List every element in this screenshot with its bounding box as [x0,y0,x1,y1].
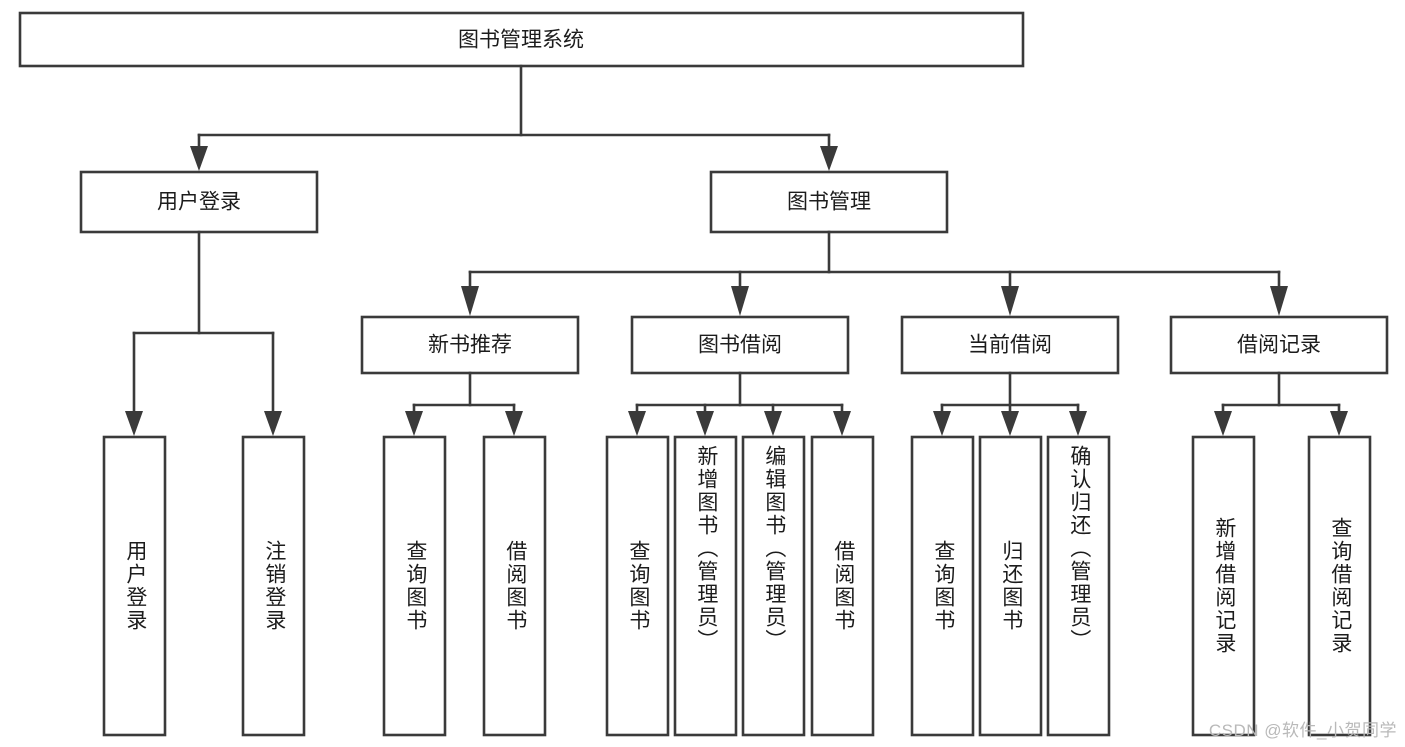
leaf-rect-logout[interactable] [241,435,306,737]
leaf-rect-bb-borrow[interactable] [810,435,875,737]
connector-current-borrow-to-leaves [933,371,1087,436]
arrow-leaf-nb-1 [405,411,423,436]
leaf-rect-user-login[interactable] [102,435,167,737]
arrow-leaf-bb-4 [833,411,851,436]
leaf-rect-bb-add[interactable] [673,435,738,737]
arrow-to-new-book [461,286,479,316]
node-current-borrow[interactable]: 当前借阅 [900,315,1120,375]
leaf-rect-cb-confirm[interactable] [1046,435,1111,737]
arrow-leaf-nb-2 [505,411,523,436]
node-current-borrow-rect[interactable] [900,315,1120,375]
node-user-login-rect[interactable] [79,170,319,234]
connector-borrow-record-to-leaves [1214,371,1348,436]
arrow-to-leaf-logout [264,411,282,436]
connector-new-book-to-leaves [405,371,523,436]
arrow-leaf-bb-3 [764,411,782,436]
node-borrow-record[interactable]: 借阅记录 [1169,315,1389,375]
node-book-borrow[interactable]: 图书借阅 [630,315,850,375]
arrow-leaf-cb-3 [1069,411,1087,436]
arrow-to-book-borrow [731,286,749,316]
connector-book-manage-to-level3 [461,230,1288,316]
arrow-to-leaf-user-login [125,411,143,436]
arrow-leaf-cb-1 [933,411,951,436]
arrow-leaf-cb-2 [1001,411,1019,436]
arrow-leaf-br-1 [1214,411,1232,436]
watermark: CSDN @软件_小贺同学 [1208,721,1397,740]
leaf-rect-bb-query[interactable] [605,435,670,737]
leaf-rect-cb-return[interactable] [978,435,1043,737]
leaf-rect-nb-borrow[interactable] [482,435,547,737]
node-book-manage[interactable]: 图书管理 [709,170,949,234]
arrow-leaf-br-2 [1330,411,1348,436]
node-book-manage-label: 图书管理 [787,191,871,214]
arrow-to-user-login [190,146,208,171]
node-root[interactable]: 图书管理系统 [18,11,1025,68]
node-new-book[interactable]: 新书推荐 [360,315,580,375]
leaf-rect-nb-query[interactable] [382,435,447,737]
node-borrow-record-label: 借阅记录 [1237,334,1321,357]
arrow-to-borrow-record [1270,286,1288,316]
node-user-login-label: 用户登录 [157,191,241,214]
arrow-leaf-bb-1 [628,411,646,436]
leaf-rect-br-add[interactable] [1191,435,1256,737]
leaf-rect-cb-query[interactable] [910,435,975,737]
leaf-rect-br-query[interactable] [1307,435,1372,737]
node-current-borrow-label: 当前借阅 [968,334,1052,357]
arrow-to-book-manage [820,146,838,171]
node-root-rect[interactable] [18,11,1025,68]
connector-book-borrow-to-leaves [628,371,851,436]
leaf-rect-bb-edit[interactable] [741,435,806,737]
connector-root-to-level2 [190,64,838,171]
node-new-book-rect[interactable] [360,315,580,375]
arrow-leaf-bb-2 [696,411,714,436]
arrow-to-current-borrow [1001,286,1019,316]
node-root-label: 图书管理系统 [458,29,584,52]
node-user-login[interactable]: 用户登录 [79,170,319,234]
node-book-borrow-label: 图书借阅 [698,334,782,357]
connector-user-login-to-leaves [125,230,282,436]
node-new-book-label: 新书推荐 [428,334,512,357]
